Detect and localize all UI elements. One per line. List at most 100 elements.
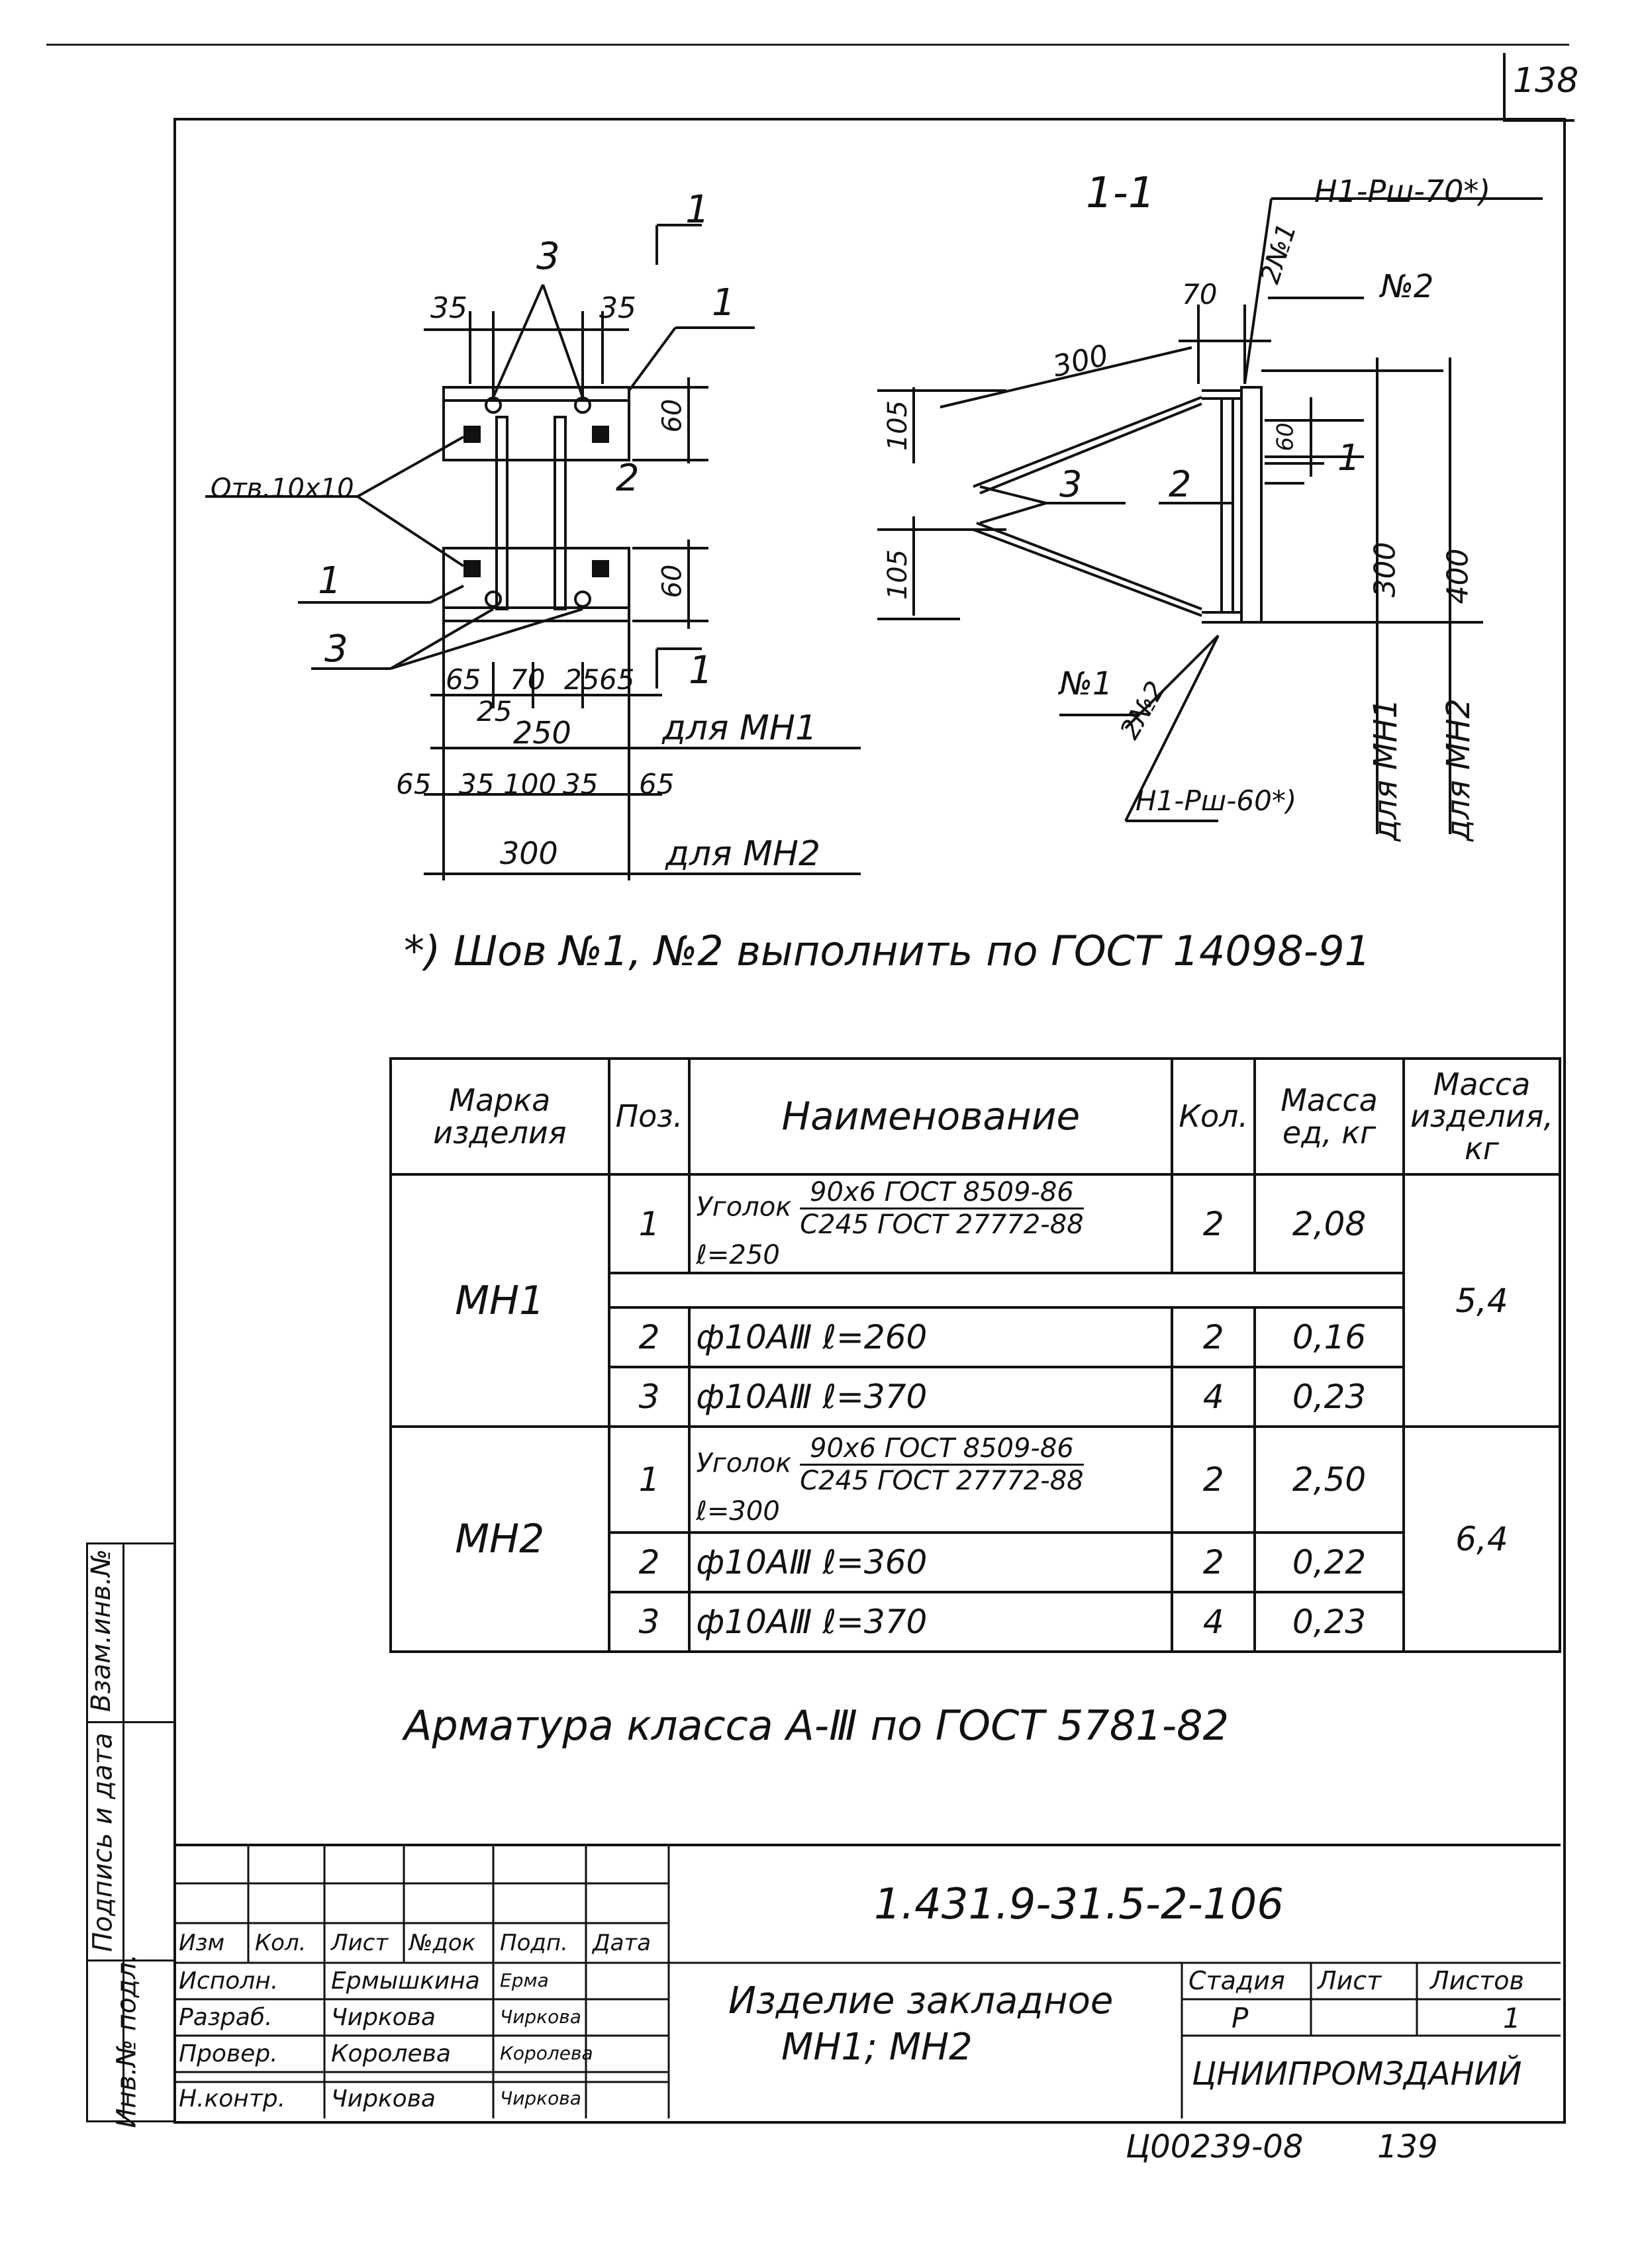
dim-mn2-35b: 35: [563, 768, 599, 800]
page-frame: [173, 118, 1566, 2124]
mn1-mass2: 0,16: [1253, 1306, 1405, 1368]
mn2-mass2: 0,22: [1253, 1531, 1405, 1593]
sheets-header: Листов: [1430, 1966, 1524, 1995]
col-data: Дата: [593, 1930, 652, 1956]
mn2-angle-label: Уголок: [696, 1448, 792, 1478]
weld-top-label: Н1-Рш-70*): [1314, 173, 1491, 209]
mn2-angle-steel: С245 ГОСТ 27772-88: [800, 1465, 1084, 1496]
mn1-angle-length: ℓ=250: [696, 1240, 780, 1270]
mn2-angle-profile: 90х6 ГОСТ 8509-86: [800, 1433, 1084, 1466]
pos-label-2-section: 2: [1169, 463, 1192, 505]
mark-mn1: МН1: [389, 1173, 610, 1428]
name-4: Чиркова: [331, 2085, 436, 2112]
header-mark: Марка изделия: [389, 1057, 610, 1176]
n2-label: №2: [1380, 268, 1434, 305]
dim-mn2-65b: 65: [639, 768, 675, 800]
title-block: [173, 1844, 1561, 2121]
mn2-pos3: 3: [607, 1591, 691, 1653]
mark-mn2: МН2: [389, 1425, 610, 1653]
sign-2: Чиркова: [500, 2006, 581, 2028]
dim-35-left: 35: [430, 291, 467, 325]
pos-label-1-left: 1: [318, 559, 342, 602]
dim-250: 250: [513, 715, 571, 751]
rebar-note: Арматура класса А-Ⅲ по ГОСТ 5781-82: [404, 1701, 1230, 1750]
mn1-row3-name: ф10АⅢ ℓ=370: [688, 1366, 1174, 1428]
pos-label-3-top: 3: [536, 235, 560, 278]
for-mn1-left: для МН1: [662, 708, 818, 748]
sign-1: Ерма: [500, 1969, 549, 1991]
mn2-row1-name: Уголок 90х6 ГОСТ 8509-86 С245 ГОСТ 27772…: [688, 1425, 1174, 1534]
page-number: 138: [1513, 61, 1579, 101]
dim-300-left: 300: [500, 835, 558, 871]
role-4: Н.контр.: [179, 2085, 286, 2112]
name-2: Чиркова: [331, 2004, 436, 2031]
col-list: Лист: [331, 1930, 389, 1956]
mn2-total: 6,4: [1402, 1425, 1562, 1653]
mn1-pos1: 1: [607, 1173, 691, 1274]
side-stamp-divider-2: [86, 1960, 173, 1961]
mn1-angle-steel: С245 ГОСТ 27772-88: [800, 1209, 1084, 1240]
col-kol: Кол.: [255, 1930, 307, 1956]
mn1-angle-label: Уголок: [696, 1192, 792, 1223]
weld-bottom-label: Н1-Рш-60*): [1136, 784, 1297, 817]
page-number-box: [1503, 53, 1574, 122]
header-pos: Поз.: [607, 1057, 691, 1176]
col-podp: Подп.: [500, 1930, 568, 1956]
side-stamp-col: [122, 1542, 124, 2118]
mn1-pos2: 2: [607, 1306, 691, 1368]
dim-mn1-70: 70: [510, 663, 546, 696]
mn2-pos1: 1: [607, 1425, 691, 1534]
hole-label: Отв.10х10: [211, 473, 354, 504]
dim-mn2-65a: 65: [396, 768, 432, 800]
sheet-header: Лист: [1318, 1966, 1382, 1995]
header-qty: Кол.: [1171, 1057, 1257, 1176]
col-izm: Изм: [179, 1930, 225, 1956]
mn1-pos3: 3: [607, 1366, 691, 1428]
pos-label-1-section: 1: [1337, 437, 1361, 479]
mn2-row2-name: ф10АⅢ ℓ=360: [688, 1531, 1174, 1593]
mn2-pos2: 2: [607, 1531, 691, 1593]
footer-code: Ц00239-08: [1126, 2128, 1304, 2165]
mn1-row2-name: ф10АⅢ ℓ=260: [688, 1306, 1174, 1368]
mn2-row3-name: ф10АⅢ ℓ=370: [688, 1591, 1174, 1653]
col-ndok: №док: [409, 1930, 476, 1956]
side-stamp: [86, 1542, 175, 2122]
mn1-qty2: 2: [1171, 1306, 1257, 1368]
mn1-qty1: 2: [1171, 1173, 1257, 1274]
top-rule: [46, 44, 1569, 46]
section-title: 1-1: [1086, 169, 1155, 218]
for-mn2-left: для МН2: [665, 834, 821, 874]
role-3: Провер.: [179, 2040, 278, 2067]
mn2-qty2: 2: [1171, 1531, 1257, 1593]
weld-note: *) Шов №1, №2 выполнить по ГОСТ 14098-91: [404, 927, 1371, 975]
mn1-mass3: 0,23: [1253, 1366, 1405, 1428]
dim-mn1-25: 25: [564, 663, 600, 696]
mn1-qty3: 4: [1171, 1366, 1257, 1428]
n1-label: №1: [1059, 665, 1113, 702]
side-stamp-divider-1: [86, 1721, 173, 1723]
mn1-row1-name: Уголок 90х6 ГОСТ 8509-86 С245 ГОСТ 27772…: [688, 1173, 1174, 1274]
sheets-value: 1: [1503, 2002, 1521, 2034]
mn2-angle-length: ℓ=300: [696, 1495, 780, 1527]
section-mark-top: 1: [685, 187, 710, 232]
pos-label-2: 2: [616, 457, 640, 500]
role-2: Разраб.: [179, 2004, 273, 2031]
name-3: Королева: [331, 2040, 451, 2067]
mn2-mass3: 0,23: [1253, 1591, 1405, 1653]
title-line-2: МН1; МН2: [781, 2026, 973, 2069]
dim-mn2-100: 100: [503, 768, 557, 800]
mn1-mass1: 2,08: [1253, 1173, 1405, 1274]
role-1: Исполн.: [179, 1967, 279, 1995]
section-mark-bottom: 1: [689, 647, 713, 692]
header-mass-total: Масса изделия, кг: [1402, 1057, 1562, 1176]
mn1-angle-profile: 90х6 ГОСТ 8509-86: [800, 1177, 1084, 1209]
dim-70: 70: [1182, 278, 1218, 310]
pos-label-1-top: 1: [712, 281, 736, 324]
title-line-1: Изделие закладное: [728, 1979, 1114, 2022]
pos-label-3-section: 3: [1059, 463, 1083, 505]
pos-label-3-bottom: 3: [324, 628, 348, 671]
dim-25: 25: [477, 695, 512, 728]
mn1-total: 5,4: [1402, 1173, 1562, 1428]
